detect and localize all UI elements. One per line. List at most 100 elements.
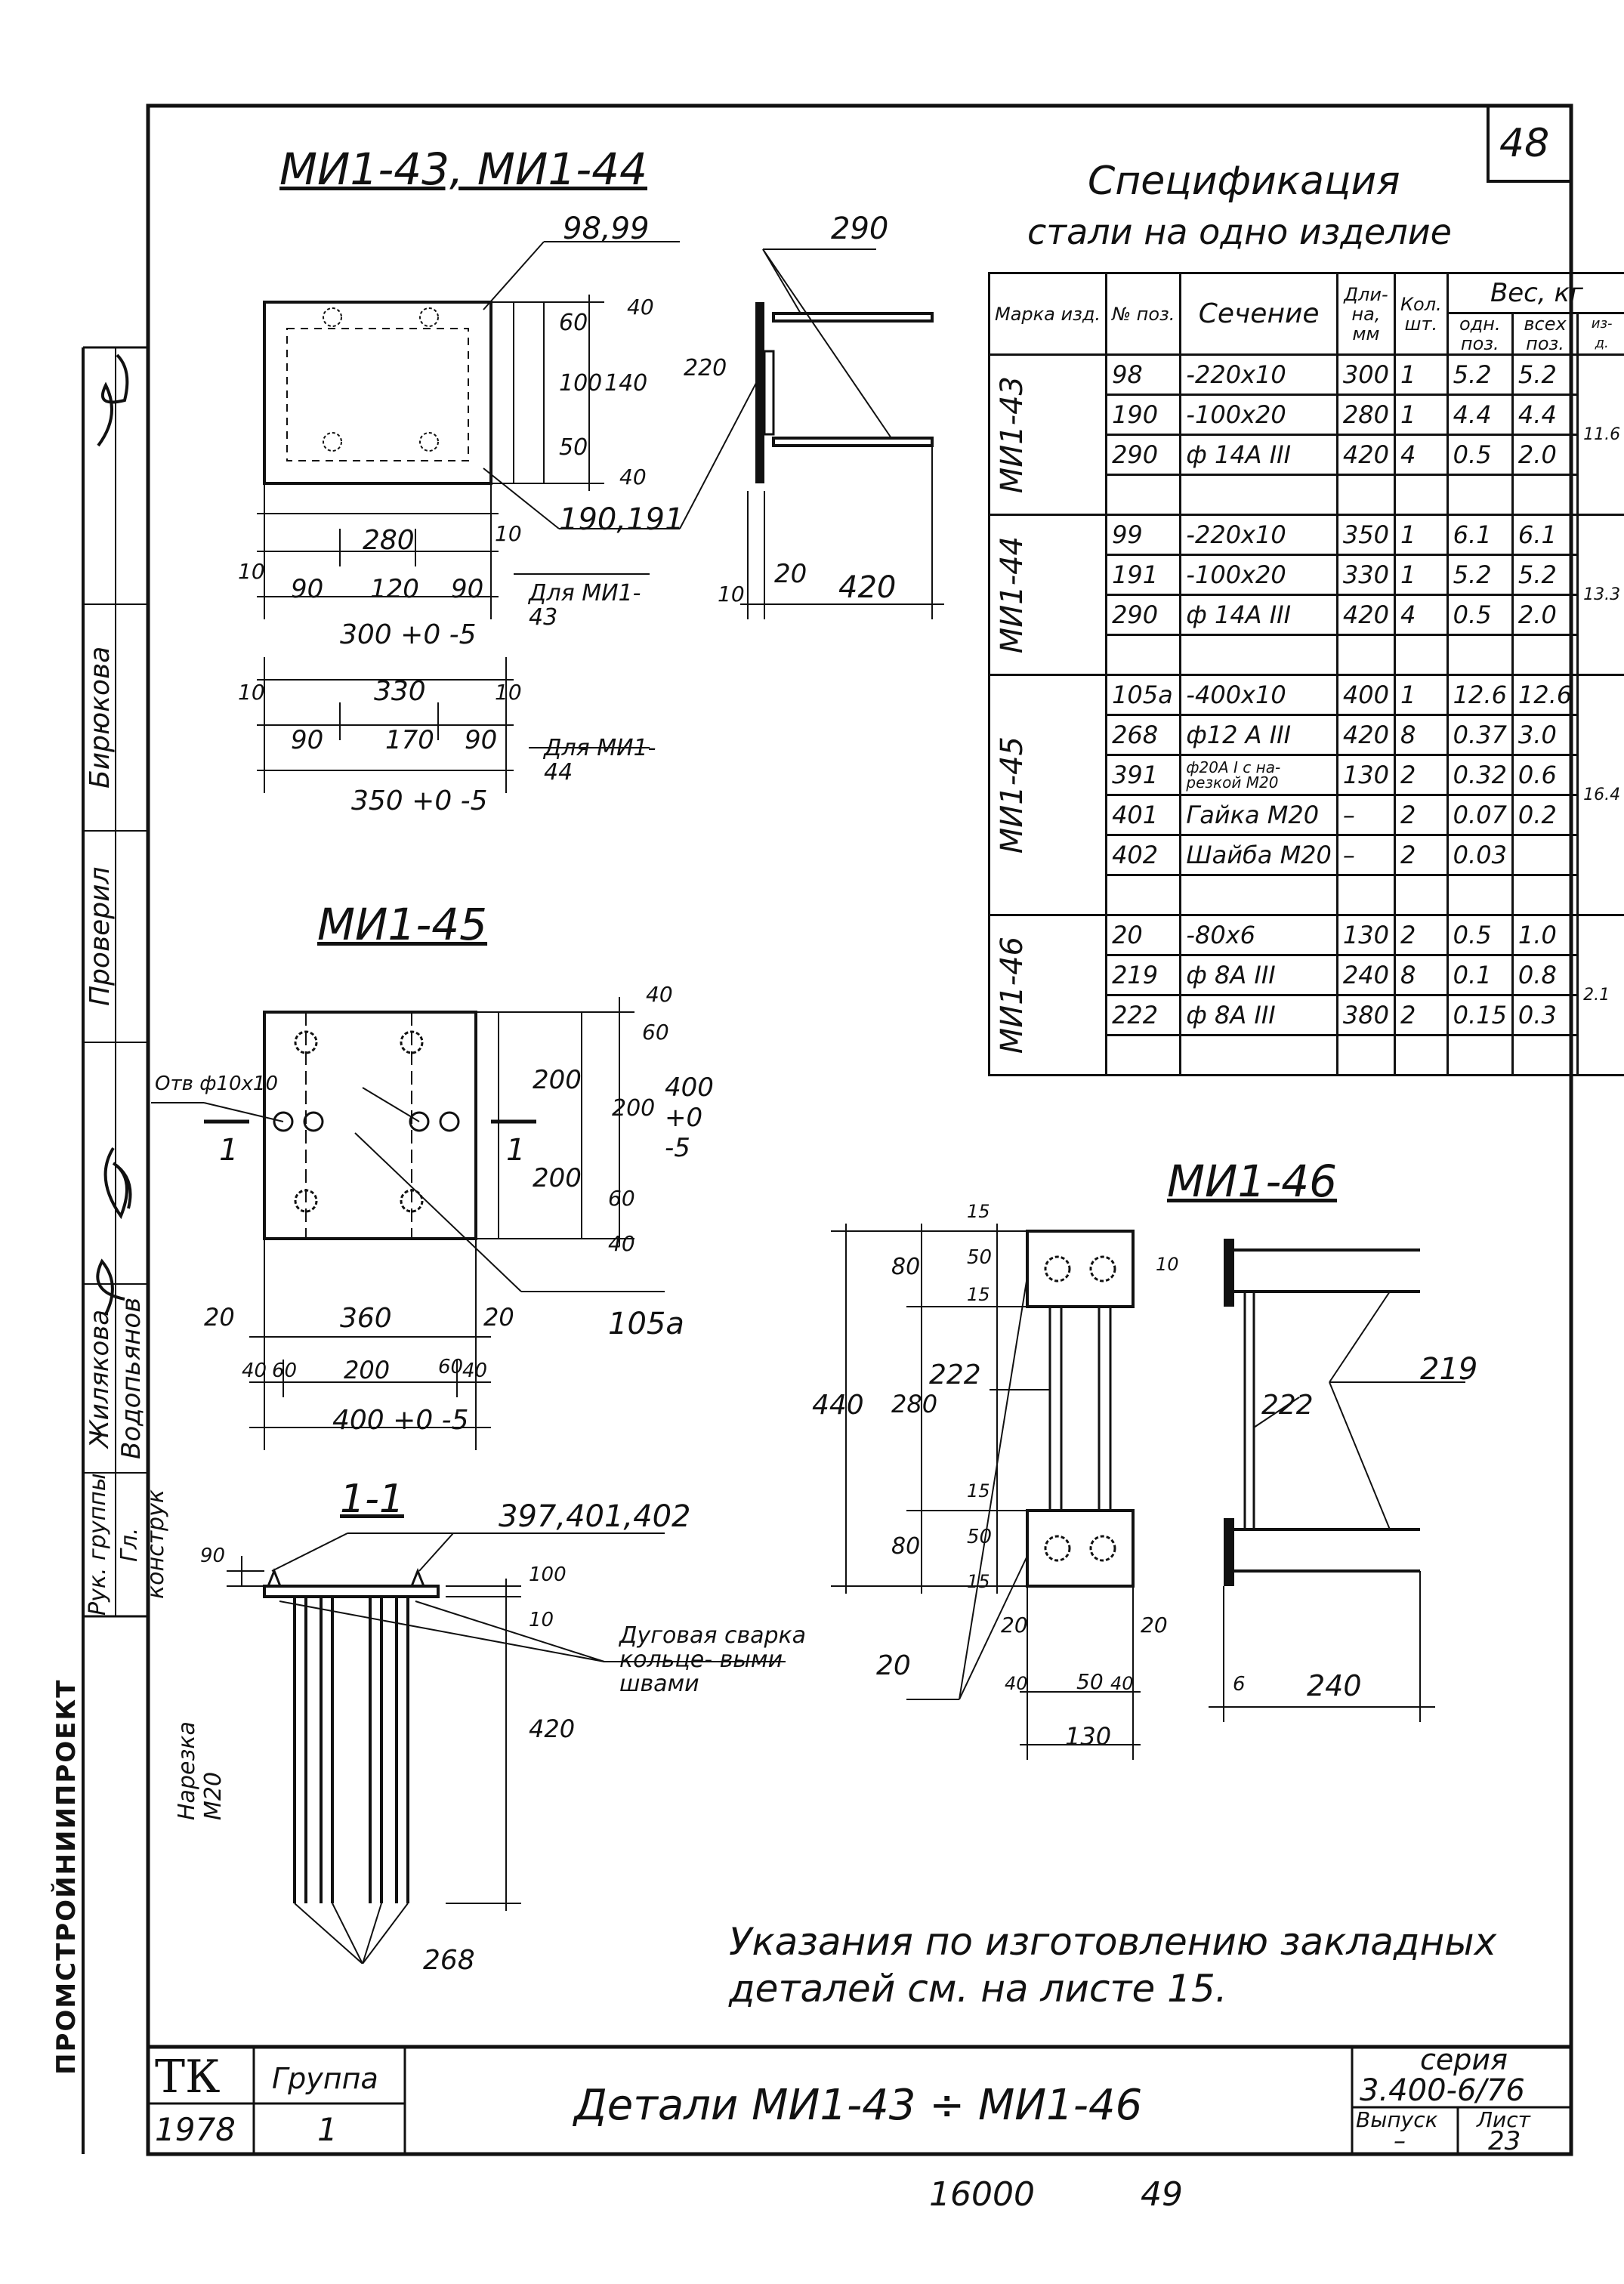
dim46-50c: 50 <box>1076 1669 1104 1694</box>
dim-10-left: 10 <box>238 559 265 584</box>
dim11-420: 420 <box>529 1715 576 1743</box>
dim45-20b: 20 <box>483 1303 514 1332</box>
spec-cell-one: 0.15 <box>1446 994 1514 1036</box>
tb-sheet: 23 <box>1488 2126 1521 2156</box>
title-mi45: МИ1-45 <box>317 899 488 950</box>
dim46-219: 219 <box>1420 1352 1478 1387</box>
spec-cell-pos: 20 <box>1105 914 1182 956</box>
spec-cell-pos: 290 <box>1105 594 1182 636</box>
spec-cell-pos: 401 <box>1105 794 1182 836</box>
dim46-40: 40 <box>1005 1673 1028 1694</box>
spec-cell-section: ф20А I с на- резкой М20 <box>1179 754 1338 796</box>
weld-note: Дуговая сварка кольце- выми швами <box>619 1622 807 1697</box>
spec-cell-qty: 8 <box>1393 954 1449 996</box>
tb-tk: ТК <box>155 2051 221 2103</box>
drawing-mi46 <box>831 1224 1465 1760</box>
dim45-60a: 60 <box>642 1020 669 1045</box>
tb-series: 3.400-6/76 <box>1360 2073 1525 2108</box>
spec-cell-one: 5.2 <box>1446 353 1514 396</box>
spec-cell-qty: 1 <box>1393 674 1449 716</box>
spec-cell-qty: 4 <box>1393 434 1449 476</box>
spec-cell-qty: 1 <box>1393 394 1449 436</box>
spec-empty-cell <box>1511 474 1579 516</box>
dim46-440: 440 <box>812 1390 864 1421</box>
role-group-lead: Рук. группы <box>85 1473 111 1616</box>
hdr-length: Дли- на, мм <box>1335 272 1396 356</box>
tb-year: 1978 <box>155 2111 236 2148</box>
spec-cell-length: 350 <box>1335 514 1396 556</box>
dim-10-right: 10 <box>495 521 522 546</box>
spec-cell-all: 2.0 <box>1511 594 1579 636</box>
spec-empty-cell <box>1393 474 1449 516</box>
table-row-spacer <box>990 474 1624 516</box>
hdr-weight-total: из- д. <box>1576 312 1624 356</box>
spec-empty-cell <box>1511 1034 1579 1076</box>
spec-cell-one: 5.2 <box>1446 554 1514 596</box>
spec-empty-cell <box>1393 1034 1449 1076</box>
spec-cell-qty: 4 <box>1393 594 1449 636</box>
dim-120: 120 <box>370 574 419 604</box>
spec-table: Марка изд. № поз. Сечение Дли- на, мм Ко… <box>987 272 1624 1076</box>
dim46-20a: 20 <box>1001 1613 1028 1637</box>
dim45-60b: 60 <box>608 1186 635 1211</box>
spec-cell-length: 280 <box>1335 394 1396 436</box>
dim-10-left2: 10 <box>238 680 265 705</box>
dim45-60c: 60 <box>272 1360 298 1382</box>
dim46-10: 10 <box>1156 1254 1179 1275</box>
dim46-15b: 15 <box>967 1284 990 1305</box>
spec-cell-qty: 2 <box>1393 794 1449 836</box>
spec-empty-cell <box>1446 874 1514 916</box>
tb-sheet-label: Лист <box>1477 2107 1530 2132</box>
dim45-200a: 200 <box>533 1065 582 1095</box>
dim45-360: 360 <box>340 1303 392 1334</box>
spec-cell-section: ф 14А III <box>1179 434 1338 476</box>
drawing-mi43-44 <box>257 241 944 793</box>
spec-cell-pos: 219 <box>1105 954 1182 996</box>
dim-140: 140 <box>604 370 648 397</box>
spec-mark-label: МИ1-45 <box>995 736 1030 854</box>
dim45-200d: 200 <box>344 1356 391 1384</box>
spec-cell-length: 130 <box>1335 914 1396 956</box>
spec-empty-cell <box>1393 634 1449 676</box>
sec-mark-right: 1 <box>506 1133 526 1168</box>
spec-mark-cell: МИ1-44 <box>987 514 1108 676</box>
dim46-15a: 15 <box>967 1201 990 1222</box>
dim-10-right2: 10 <box>495 680 522 705</box>
dim45-200b: 200 <box>612 1095 656 1122</box>
spec-cell-length: – <box>1335 794 1396 836</box>
spec-cell-length: 420 <box>1335 594 1396 636</box>
spec-cell-all: 0.3 <box>1511 994 1579 1036</box>
spec-mark-cell: МИ1-45 <box>987 674 1108 916</box>
spec-cell-qty: 1 <box>1393 353 1449 396</box>
spec-empty-cell <box>1446 1034 1514 1076</box>
footer-left: 16000 <box>929 2175 1035 2214</box>
spec-cell-all: 6.1 <box>1511 514 1579 556</box>
title-mi46: МИ1-46 <box>1167 1156 1338 1207</box>
dim-420-side: 420 <box>838 570 897 605</box>
hdr-qty: Кол. шт. <box>1393 272 1449 356</box>
dim-220: 220 <box>684 355 727 381</box>
dim-98-99: 98,99 <box>563 211 650 246</box>
spec-empty-cell <box>1105 474 1182 516</box>
dim-300: 300 +0 -5 <box>340 619 477 650</box>
spec-cell-pos: 99 <box>1105 514 1182 556</box>
dim45-60d: 60 <box>438 1356 464 1378</box>
spec-cell-one: 0.5 <box>1446 914 1514 956</box>
spec-cell-one: 4.4 <box>1446 394 1514 436</box>
spec-cell-one: 0.37 <box>1446 714 1514 756</box>
narezka-label: Нарезка М20 <box>174 1721 227 1820</box>
dim45-105a: 105а <box>608 1307 684 1341</box>
dim-90c: 90 <box>291 725 324 755</box>
spec-cell-one: 0.03 <box>1446 834 1514 876</box>
spec-cell-length: 420 <box>1335 714 1396 756</box>
hdr-weight-one: одн. поз. <box>1446 312 1514 356</box>
spec-empty-cell <box>1335 1034 1396 1076</box>
dim46-20b: 20 <box>1141 1613 1168 1637</box>
dim-350: 350 +0 -5 <box>351 786 488 816</box>
spec-cell-length: 130 <box>1335 754 1396 796</box>
